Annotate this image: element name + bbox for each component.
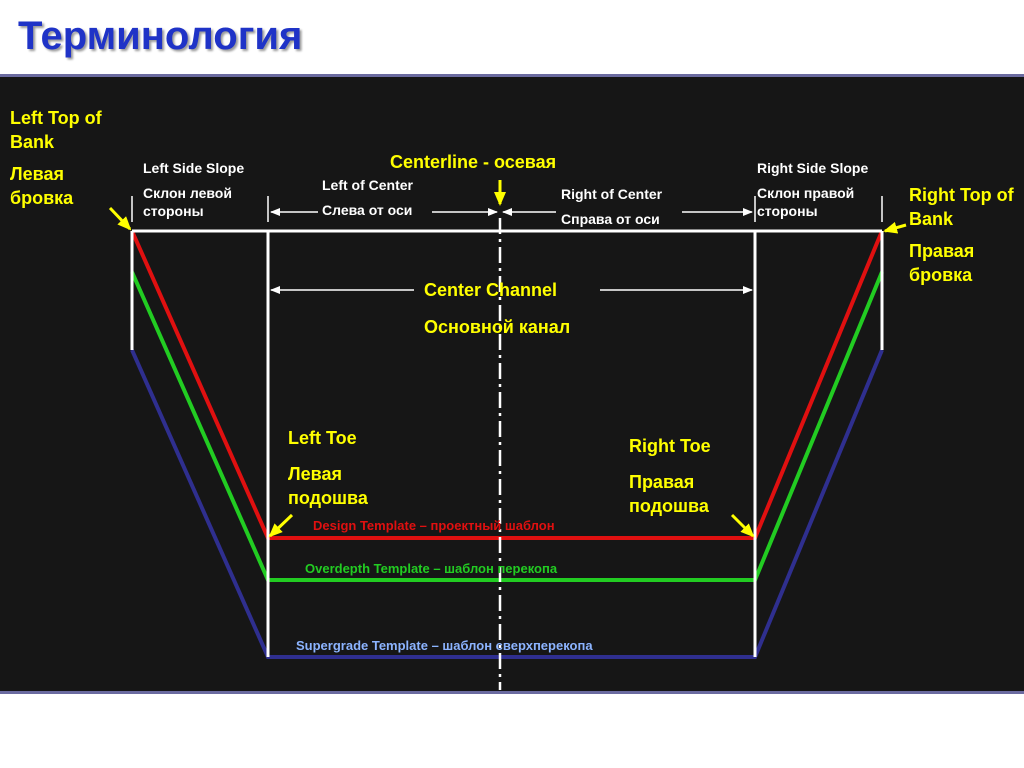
- page-title: Терминология: [18, 14, 303, 58]
- right-top-of-bank-ru: Правая бровка: [909, 241, 975, 285]
- left-toe-en: Left Toe: [288, 428, 357, 448]
- overdepth-template-label: Overdepth Template – шаблон перекопа: [305, 561, 558, 576]
- left-of-center-ru: Слева от оси: [322, 202, 413, 218]
- left-toe-pointer-arrow: [268, 513, 294, 538]
- centerline-label: Centerline - осевая: [390, 152, 557, 172]
- right-toe-en: Right Toe: [629, 436, 711, 456]
- left-top-of-bank-label: Left Top of Bank Левая бровка: [10, 106, 120, 210]
- right-of-center-en: Right of Center: [561, 186, 663, 202]
- left-of-center-label: Left of Center Слева от оси: [322, 176, 442, 219]
- right-toe-label: Right Toe Правая подошва: [629, 434, 749, 518]
- left-top-of-bank-pointer-arrow: [108, 206, 132, 231]
- right-toe-ru: Правая подошва: [629, 472, 709, 516]
- left-side-slope-ru: Склон левой стороны: [143, 185, 232, 219]
- right-top-of-bank-pointer-arrow: [883, 221, 907, 234]
- center-channel-ru: Основной канал: [424, 317, 571, 337]
- left-top-of-bank-ru: Левая бровка: [10, 164, 74, 208]
- bottom-margin: [0, 694, 1024, 768]
- left-side-slope-label: Left Side Slope Склон левой стороны: [143, 159, 268, 220]
- right-top-of-bank-en: Right Top of Bank: [909, 185, 1014, 229]
- left-top-of-bank-en: Left Top of Bank: [10, 108, 102, 152]
- supergrade-template-label: Supergrade Template – шаблон сверхпереко…: [296, 638, 593, 653]
- design-template-label: Design Template – проектный шаблон: [313, 518, 555, 533]
- right-of-center-ru: Справа от оси: [561, 211, 660, 227]
- right-side-slope-en: Right Side Slope: [757, 160, 869, 176]
- right-side-slope-label: Right Side Slope Склон правой стороны: [757, 159, 892, 220]
- supergrade-template-line: [130, 349, 884, 659]
- left-toe-label: Left Toe Левая подошва: [288, 426, 408, 510]
- overdepth-template-line: [130, 271, 884, 582]
- right-of-center-label: Right of Center Справа от оси: [561, 185, 691, 228]
- design-template-line: [130, 230, 884, 540]
- right-top-of-bank-label: Right Top of Bank Правая бровка: [909, 183, 1021, 287]
- left-toe-ru: Левая подошва: [288, 464, 368, 508]
- right-toe-pointer-arrow: [730, 513, 755, 538]
- left-side-slope-en: Left Side Slope: [143, 160, 245, 176]
- left-of-center-en: Left of Center: [322, 177, 413, 193]
- right-side-slope-ru: Склон правой стороны: [757, 185, 855, 219]
- diagram-panel: [0, 74, 1024, 694]
- center-channel-en: Center Channel: [424, 280, 558, 300]
